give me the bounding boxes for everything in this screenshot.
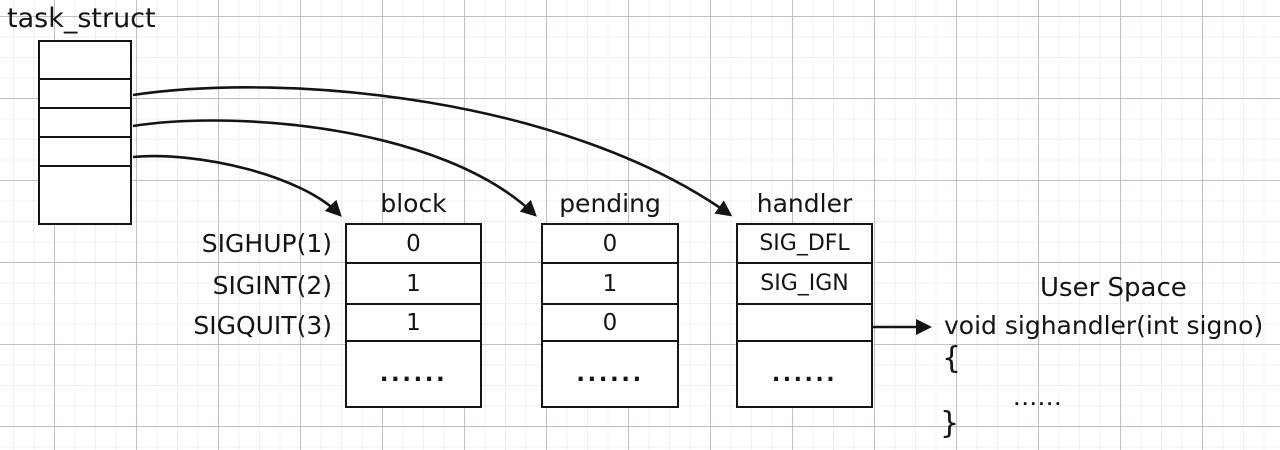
- handler-cell-ellipsis: ......: [771, 361, 838, 387]
- user-space-title: User Space: [1040, 273, 1187, 303]
- task-struct-slot: [40, 80, 130, 109]
- row-label-sighup: SIGHUP(1): [201, 229, 332, 258]
- sighandler-signature: void sighandler(int signo): [944, 311, 1264, 340]
- row-label-sigquit: SIGQUIT(3): [193, 311, 332, 340]
- block-cell-ellipsis: ......: [379, 361, 448, 387]
- handler-cell-sighup: SIG_DFL: [738, 225, 871, 264]
- block-header: block: [380, 189, 447, 218]
- open-brace: {: [942, 341, 962, 376]
- task-struct-slot: [40, 138, 130, 167]
- arrow-task-to-block: [132, 154, 342, 217]
- task-struct-label: task_struct: [7, 3, 156, 34]
- pending-table: 0 1 0 ......: [541, 223, 679, 408]
- pending-cell-ellipsis: ......: [576, 361, 644, 387]
- close-brace: }: [940, 406, 960, 441]
- handler-header: handler: [756, 189, 853, 218]
- pending-cell-sigint: 1: [543, 264, 677, 305]
- pending-cell-sigquit: 0: [543, 305, 677, 342]
- handler-table: SIG_DFL SIG_IGN ......: [736, 223, 873, 408]
- block-cell-sigint: 1: [347, 264, 480, 305]
- task-struct-table: [38, 40, 132, 225]
- task-struct-slot: [40, 42, 130, 80]
- pending-header: pending: [559, 189, 661, 218]
- handler-cell-sigint: SIG_IGN: [738, 264, 871, 305]
- block-cell-sighup: 0: [347, 225, 480, 264]
- row-label-sigint: SIGINT(2): [212, 271, 332, 300]
- task-struct-slot: [40, 109, 130, 138]
- handler-cell-sigquit: [738, 305, 871, 342]
- block-table: 0 1 1 ......: [345, 223, 482, 408]
- pending-cell-sighup: 0: [543, 225, 677, 264]
- task-struct-slot: [40, 167, 130, 223]
- block-cell-sigquit: 1: [347, 305, 480, 342]
- function-body-ellipsis: ......: [1014, 391, 1064, 409]
